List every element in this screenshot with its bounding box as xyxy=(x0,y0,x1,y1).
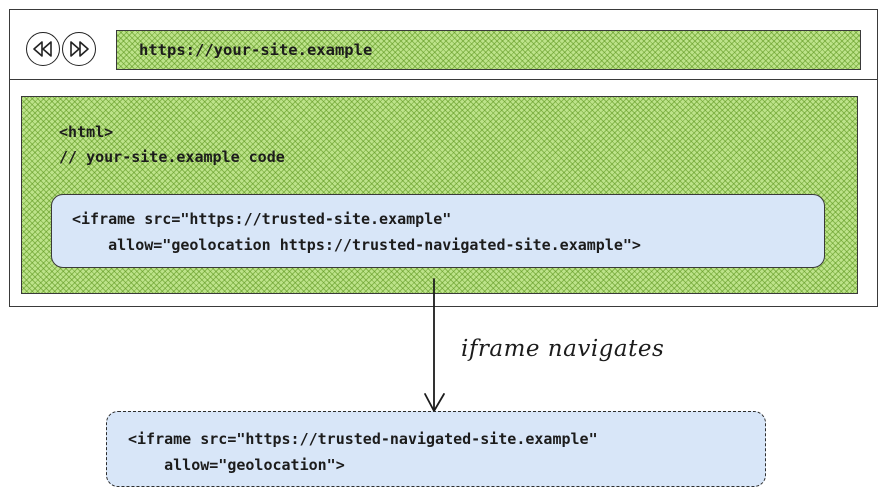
rewind-icon xyxy=(33,41,52,57)
iframe-before-box xyxy=(51,194,825,268)
iframe-before-line1: <iframe src="https://trusted-site.exampl… xyxy=(72,210,452,228)
iframe-before-line2: allow="geolocation https://trusted-navig… xyxy=(72,236,641,254)
code-line-comment: // your-site.example code xyxy=(59,148,285,166)
transition-label: iframe navigates xyxy=(461,336,665,362)
forward-button[interactable] xyxy=(62,32,96,66)
code-line-html: <html> xyxy=(59,123,114,141)
fast-forward-icon xyxy=(70,41,89,57)
iframe-after-line1: <iframe src="https://trusted-navigated-s… xyxy=(128,430,598,448)
iframe-after-box xyxy=(106,411,766,487)
address-url: https://your-site.example xyxy=(139,41,373,59)
back-button[interactable] xyxy=(26,32,60,66)
iframe-after-line2: allow="geolocation"> xyxy=(128,456,345,474)
toolbar-divider xyxy=(9,79,878,80)
address-bar[interactable]: https://your-site.example xyxy=(116,30,861,70)
